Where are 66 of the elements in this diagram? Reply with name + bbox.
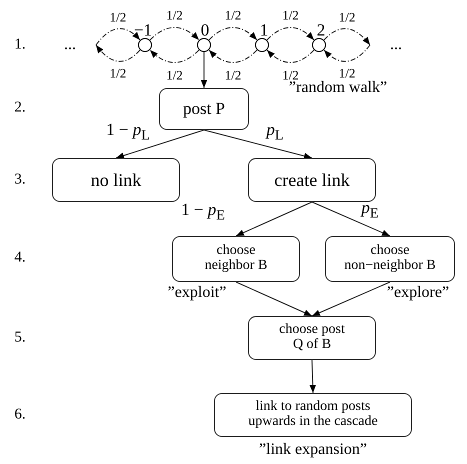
box-label: choose non−neighbor B <box>343 244 437 274</box>
node-caption: ”exploit” <box>168 285 226 301</box>
arrow <box>116 130 204 159</box>
process-box <box>325 236 455 282</box>
edge-label: 1/2 <box>166 68 183 82</box>
arrow <box>312 202 390 236</box>
edge-label: 1/2 <box>224 68 242 82</box>
dash-dot-arrow <box>324 44 370 62</box>
edge-label: p$_{L}$ <box>266 121 284 143</box>
process-box <box>248 158 376 202</box>
edge-label: 1/2 <box>110 66 126 80</box>
ellipsis-text: ... <box>370 37 402 53</box>
dash-dot-arrow <box>324 28 370 46</box>
row-caption: ”random walk” <box>288 80 388 96</box>
step-number: 2. <box>14 100 26 116</box>
dash-dot-arrow <box>208 50 258 64</box>
arrow <box>312 282 390 316</box>
box-label: post P <box>182 100 226 118</box>
process-box <box>214 393 412 437</box>
state-circle <box>255 38 269 52</box>
arrow <box>236 202 312 236</box>
edge-label: 1 − p$_{L}$ <box>106 121 150 143</box>
step-number: 5. <box>14 330 26 346</box>
edge-label: 1/2 <box>338 10 356 24</box>
step-number: 4. <box>14 250 26 266</box>
arrow <box>200 52 208 88</box>
arrow <box>204 130 312 160</box>
edge-label: p$_{E}$ <box>361 199 379 221</box>
state-circle <box>138 38 152 52</box>
dash-dot-arrow <box>96 44 140 62</box>
dash-dot-arrow <box>208 26 258 40</box>
edge-label: 1/2 <box>224 8 242 22</box>
state-number: 0 <box>200 22 210 38</box>
step-number: 6. <box>14 408 26 422</box>
edge-label: 1/2 <box>166 8 183 22</box>
dash-dot-arrow <box>150 26 200 40</box>
box-label: create link <box>274 170 350 190</box>
state-circle <box>197 38 211 52</box>
box-label: no link <box>90 170 142 190</box>
process-box <box>172 236 300 282</box>
box-label: choose neighbor B <box>204 244 268 274</box>
dash-dot-arrow <box>266 50 314 64</box>
dash-dot-arrow <box>150 50 200 64</box>
state-number: 2 <box>316 22 326 38</box>
step-number: 3. <box>14 172 26 188</box>
arrow <box>236 282 312 316</box>
process-box <box>52 158 180 202</box>
node-caption: ”link expansion” <box>259 442 367 458</box>
edge-label: 1/2 <box>338 66 356 80</box>
state-number: 1 <box>260 22 268 38</box>
edge-label: 1/2 <box>282 68 299 82</box>
arrow <box>310 360 316 394</box>
state-circle <box>312 38 326 52</box>
edge-label: 1/2 <box>110 10 126 24</box>
step-number: 1. <box>14 38 26 52</box>
process-box <box>248 316 376 360</box>
state-number: −1 <box>134 22 152 38</box>
edge-label: 1 − p$_{E}$ <box>181 201 225 223</box>
ellipsis-text: ... <box>64 37 96 53</box>
dash-dot-arrow <box>96 28 140 46</box>
node-caption: ”explore” <box>386 285 450 301</box>
box-label: choose post Q of B <box>278 323 346 353</box>
edge-label: 1/2 <box>282 8 299 22</box>
process-box <box>159 88 249 130</box>
box-label: link to random posts upwards in the cascade <box>247 400 379 430</box>
dash-dot-arrow <box>266 26 314 40</box>
